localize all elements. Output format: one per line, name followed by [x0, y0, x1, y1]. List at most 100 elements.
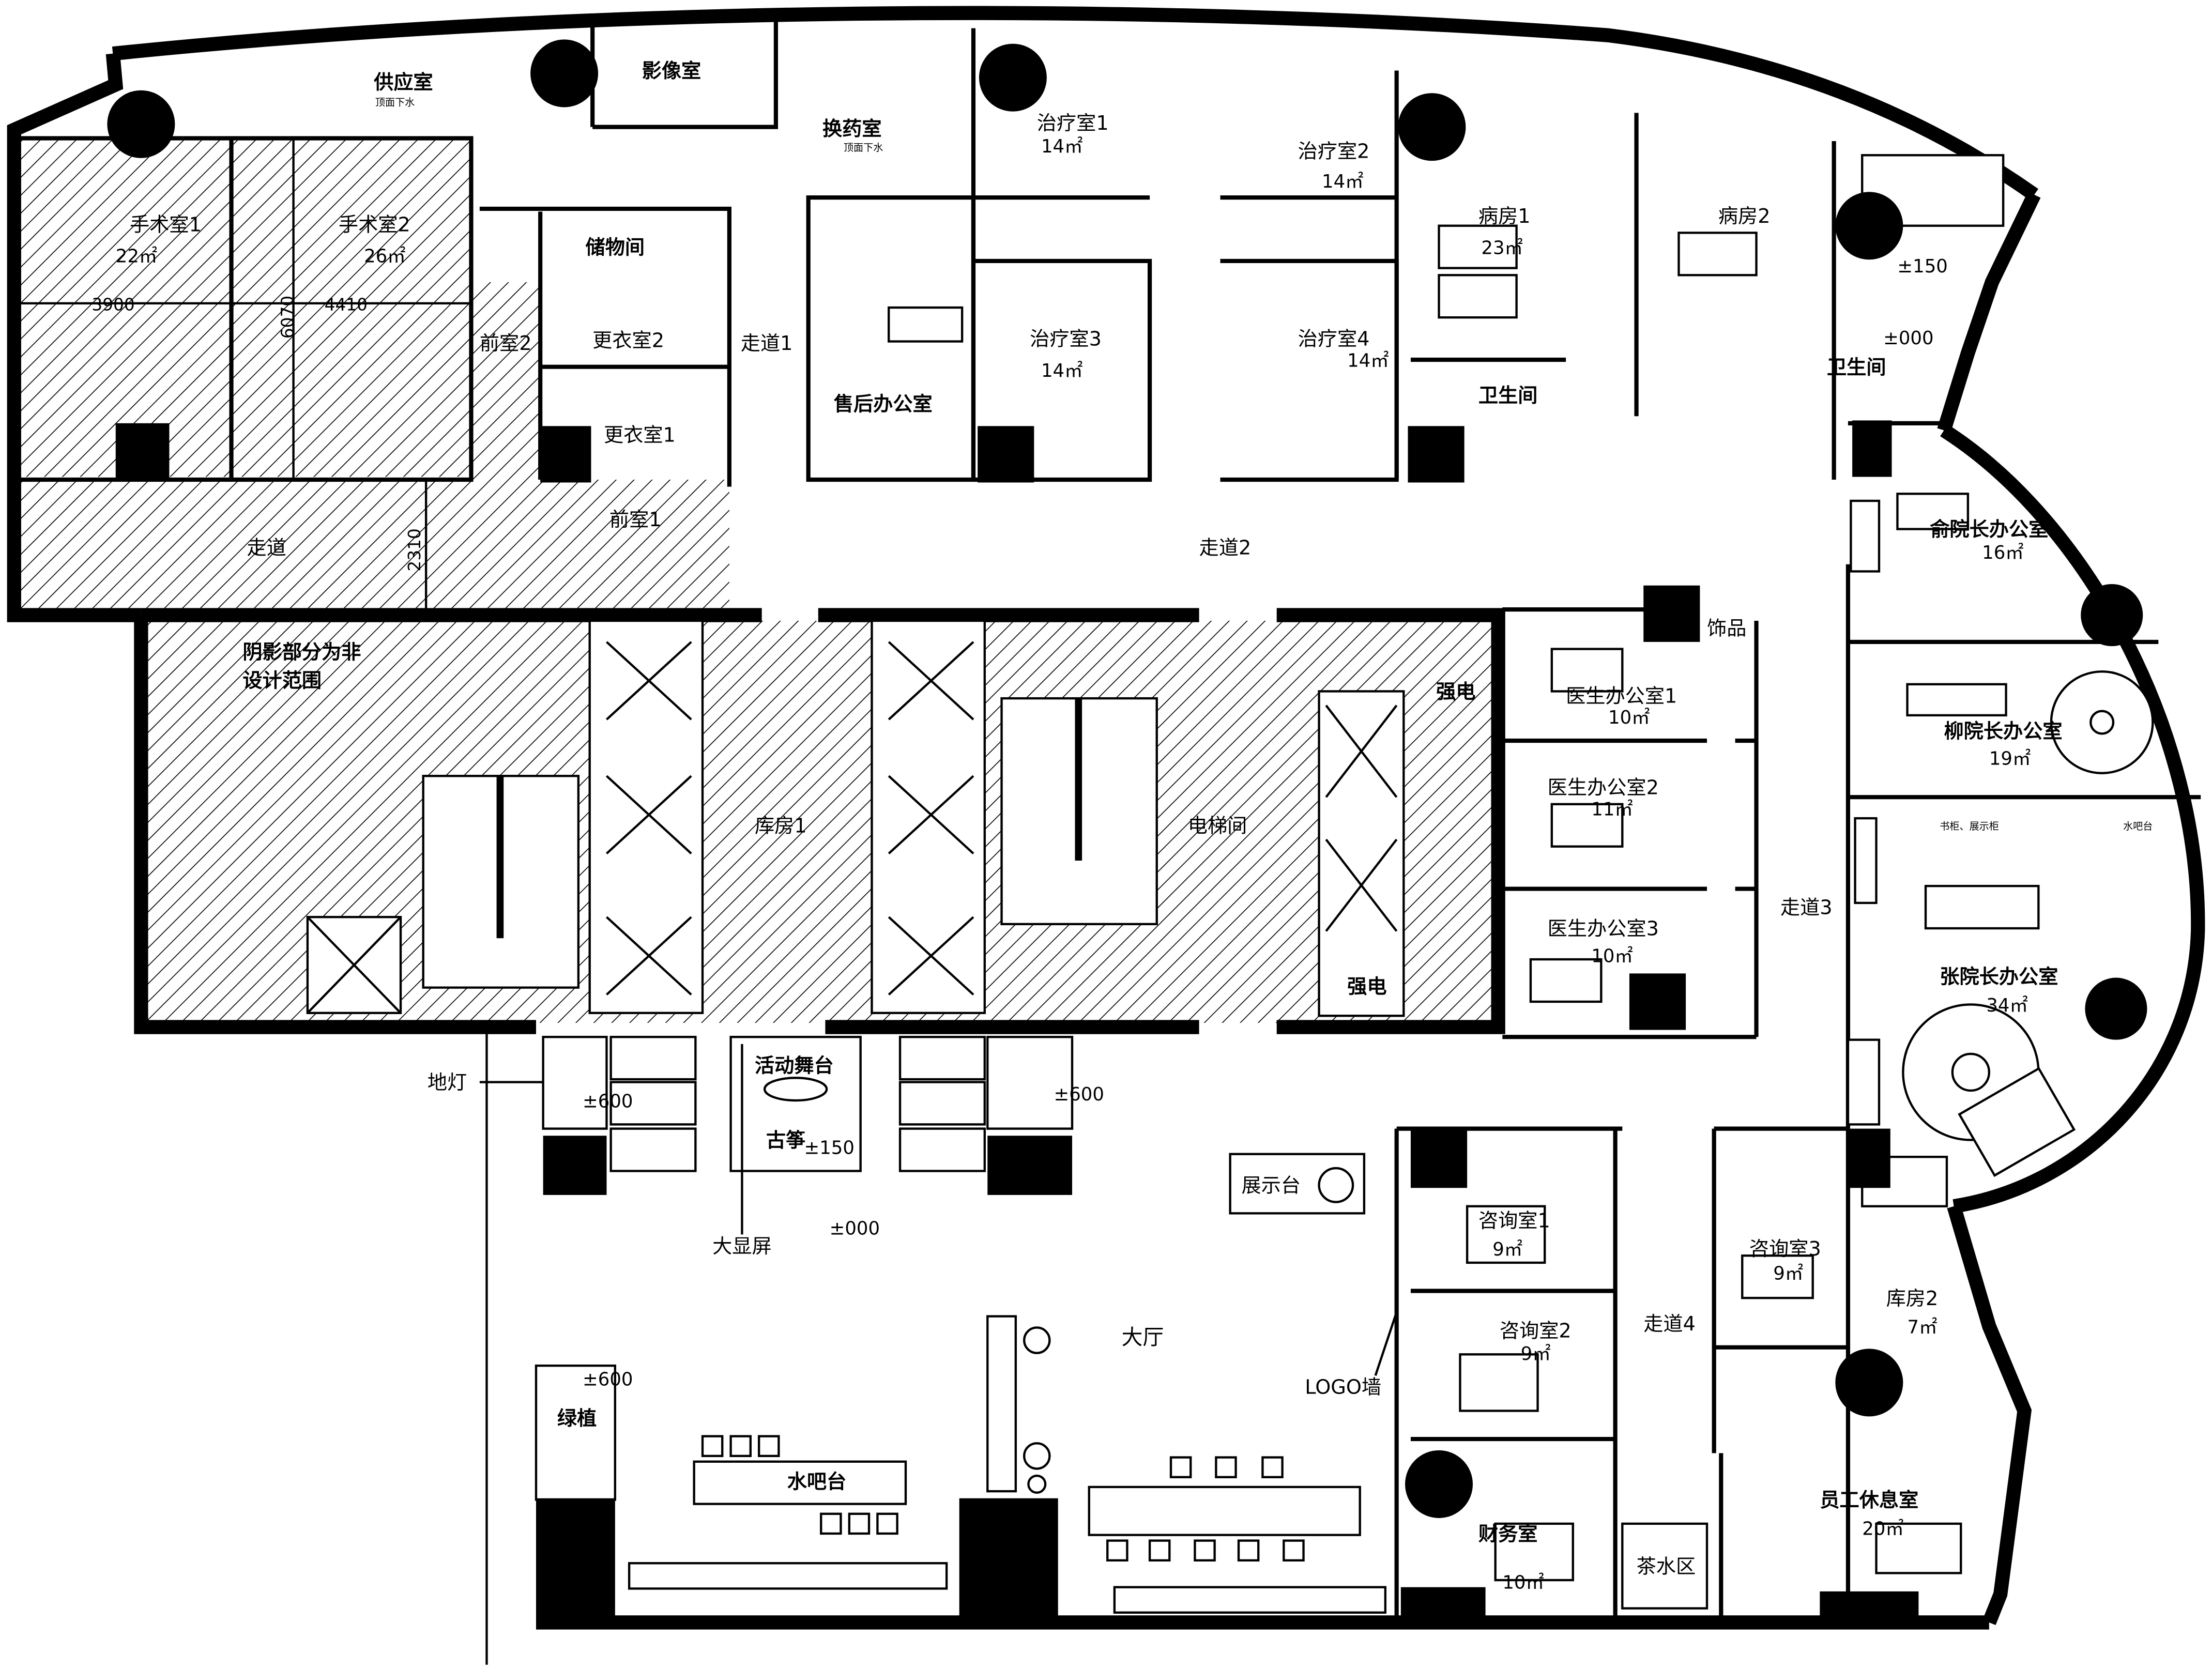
room-doc3: 医生办公室3	[1548, 918, 1659, 941]
label-display: 展示台	[1241, 1174, 1301, 1197]
room-staff-area: 20㎡	[1862, 1519, 1904, 1540]
room-zhang-area: 34㎡	[1986, 995, 2028, 1016]
room-change2: 更衣室2	[592, 329, 664, 352]
zhang-strip-1: 书柜、展示柜	[1940, 820, 1999, 832]
room-corridor3: 走道3	[1780, 897, 1833, 920]
structural-columns	[107, 39, 2147, 1627]
room-treat3: 治疗室3	[1030, 328, 1102, 351]
room-supply: 供应室	[374, 71, 433, 94]
room-change1: 更衣室1	[604, 424, 676, 447]
outer-wall-right-upper	[1937, 191, 2041, 433]
room-storeroom2-area: 7㎡	[1908, 1316, 1938, 1338]
room-elevator: 电梯间	[1188, 815, 1247, 837]
room-liu-area: 19㎡	[1989, 748, 2031, 769]
outer-wall-top-curve	[112, 6, 2039, 201]
level-150-top: ±150	[1897, 256, 1947, 277]
room-imaging: 影像室	[642, 60, 701, 83]
room-bathroom-a: 卫生间	[1478, 385, 1538, 407]
room-doc1: 医生办公室1	[1566, 685, 1677, 708]
room-ornament: 饰品	[1707, 617, 1746, 640]
office-furniture	[888, 154, 2154, 1610]
room-consult2: 咨询室2	[1500, 1320, 1572, 1343]
level-150-stage: ±150	[804, 1138, 855, 1159]
room-doc2-area: 11㎡	[1591, 799, 1633, 820]
room-treat1: 治疗室1	[1037, 112, 1109, 135]
room-doc3-area: 10㎡	[1591, 946, 1633, 967]
room-consult1: 咨询室1	[1478, 1210, 1550, 1233]
room-or2-area: 26㎡	[364, 246, 406, 267]
room-consult3-area: 9㎡	[1773, 1263, 1803, 1284]
room-treat2-area: 14㎡	[1322, 171, 1364, 192]
core-wall	[134, 615, 487, 1034]
level-600-left: ±600	[583, 1091, 633, 1112]
room-storage: 储物间	[586, 236, 645, 259]
outer-wall-left	[7, 53, 141, 622]
room-corridor1: 走道1	[741, 332, 793, 355]
logo-wall-leader	[1374, 1311, 1398, 1376]
room-strong-power-1: 强电	[1436, 681, 1475, 703]
room-or2: 手术室2	[339, 214, 410, 237]
outer-wall-right-curve	[1940, 424, 2205, 1214]
dim-2310: 2310	[405, 528, 424, 571]
dressing-note: 顶面下水	[844, 142, 883, 154]
label-green-plant: 绿植	[557, 1407, 597, 1430]
room-storeroom1: 库房1	[755, 815, 807, 837]
level-000-top: ±000	[1883, 328, 1933, 349]
room-treat4-area: 14㎡	[1347, 350, 1389, 372]
room-consult2-area: 9㎡	[1521, 1343, 1551, 1365]
dim-3900: 3900	[91, 295, 134, 314]
room-yu-office: 俞院长办公室	[1930, 518, 2048, 541]
stair-rail-left	[496, 776, 504, 939]
level-000-hall: ±000	[830, 1218, 880, 1239]
level-600-plant: ±600	[583, 1369, 633, 1390]
room-ward1-area: 23㎡	[1481, 237, 1523, 258]
room-consult3: 咨询室3	[1749, 1238, 1821, 1261]
room-corridor: 走道	[247, 537, 286, 560]
shade-note-1: 阴影部分为非	[242, 641, 361, 664]
dimension-lines	[17, 138, 471, 610]
room-treat4: 治疗室4	[1298, 328, 1370, 351]
strong-power-hatch-bottom	[1431, 954, 1496, 1019]
outer-wall-right-lower	[1947, 1204, 2032, 1625]
room-or1: 手术室1	[130, 214, 202, 237]
room-ward1: 病房1	[1478, 205, 1531, 228]
room-front2: 前室2	[480, 332, 532, 355]
interior-partitions	[17, 14, 2201, 1622]
label-floor-lamp: 地灯	[428, 1071, 467, 1094]
room-dressing-change: 换药室	[822, 118, 882, 141]
room-doc1-area: 10㎡	[1608, 707, 1650, 728]
room-finance: 财务室	[1478, 1523, 1538, 1546]
room-storeroom2: 库房2	[1886, 1288, 1939, 1310]
label-water-bar: 水吧台	[787, 1471, 847, 1494]
core-wall-top	[141, 608, 1505, 1034]
supply-note: 顶面下水	[375, 97, 415, 109]
corridor-hatch	[17, 480, 729, 610]
label-logo-wall: LOGO墙	[1305, 1376, 1381, 1399]
room-ward2: 病房2	[1718, 205, 1771, 228]
room-hall: 大厅	[1122, 1325, 1164, 1350]
room-finance-area: 10㎡	[1502, 1572, 1544, 1593]
operating-rooms-hatch	[17, 138, 471, 477]
room-strong-power-2: 强电	[1347, 976, 1386, 999]
room-zhang-office: 张院长办公室	[1940, 966, 2058, 988]
room-or1-area: 22㎡	[116, 246, 158, 267]
room-doc2: 医生办公室2	[1548, 777, 1659, 800]
level-600-right: ±600	[1054, 1084, 1104, 1105]
strong-power-hatch-top	[1431, 671, 1496, 737]
dim-6070: 6070	[278, 296, 298, 339]
room-yu-area: 16㎡	[1982, 542, 2024, 563]
room-staff-lounge: 员工休息室	[1820, 1489, 1918, 1512]
room-treat3-area: 14㎡	[1041, 360, 1083, 381]
room-corridor4: 走道4	[1643, 1313, 1696, 1336]
shade-note-2: 设计范围	[242, 669, 322, 692]
room-labels: 供应室 顶面下水 影像室 换药室 顶面下水 治疗室1 14㎡ 治疗室2 14㎡ …	[91, 60, 2153, 1593]
room-liu-office: 柳院长办公室	[1944, 721, 2062, 743]
room-bathroom-b: 卫生间	[1827, 356, 1886, 379]
room-treat1-area: 14㎡	[1041, 136, 1083, 157]
stair-rail-right	[1075, 698, 1082, 861]
room-consult1-area: 9㎡	[1492, 1239, 1522, 1260]
zhang-strip-2: 水吧台	[2123, 820, 2153, 832]
room-treat2: 治疗室2	[1298, 141, 1370, 163]
dim-4410: 4410	[325, 295, 368, 314]
